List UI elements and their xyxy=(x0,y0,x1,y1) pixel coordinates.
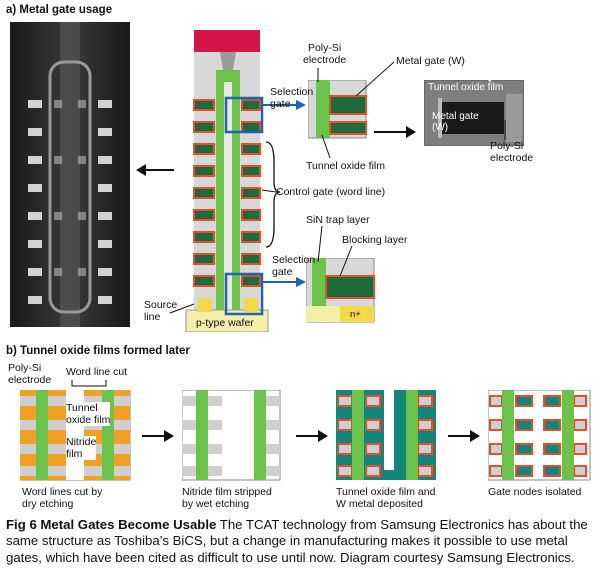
step-arrow-1-icon xyxy=(142,430,174,442)
step-3-caption: Tunnel oxide film and W metal deposited xyxy=(336,486,436,510)
step-arrow-3-icon xyxy=(448,430,480,442)
figure-caption: Fig 6 Metal Gates Become Usable The TCAT… xyxy=(6,517,598,566)
word-line-cut-label: Word line cut xyxy=(66,366,128,378)
tem-tunnel-oxide-label: Tunnel oxide film xyxy=(428,82,504,93)
step-2-diagram xyxy=(182,390,281,481)
tunnel-oxide-film-label: Tunnel oxide film xyxy=(306,160,385,172)
metal-gate-w-label: Metal gate (W) xyxy=(396,55,465,67)
nitride-film-b-label: Nitride film xyxy=(66,436,97,460)
zoom-arrows-icon xyxy=(262,100,306,287)
section-a-title: a) Metal gate usage xyxy=(6,4,113,16)
step-3-diagram xyxy=(336,390,436,480)
sin-trap-layer-label: SiN trap layer xyxy=(306,214,370,226)
figure-caption-title: Fig 6 Metal Gates Become Usable xyxy=(6,517,217,532)
tunnel-oxide-film-b-label: Tunnel oxide film xyxy=(66,402,111,426)
b-poly-si-electrode-label: Poly-Si electrode xyxy=(8,362,52,386)
step-1-caption: Word lines cut by dry etching xyxy=(22,486,103,510)
tem-poly-si-electrode-label: Poly-Si electrode xyxy=(490,140,534,164)
step-4-caption: Gate nodes isolated xyxy=(488,486,582,498)
figure-caption-body: The TCAT technology from Samsung Electro… xyxy=(6,517,588,565)
step-arrow-2-icon xyxy=(296,430,328,442)
zoom-selection-gate-bottom xyxy=(306,258,375,323)
sem-micrograph xyxy=(10,22,130,327)
section-b-title: b) Tunnel oxide films formed later xyxy=(6,345,190,357)
tem-image xyxy=(424,80,524,146)
tem-metal-gate-label: Metal gate (W) xyxy=(432,111,479,133)
n-plus-label: n+ xyxy=(350,309,361,320)
blocking-layer-label: Blocking layer xyxy=(342,234,408,246)
step-4-diagram xyxy=(488,390,591,481)
source-line-label: Source line xyxy=(144,299,178,323)
arrow-to-tem-icon xyxy=(374,126,416,138)
step-2-caption: Nitride film stripped by wet etching xyxy=(182,486,272,510)
p-type-wafer-label: p-type wafer xyxy=(196,317,254,329)
cross-section-structure xyxy=(185,30,280,332)
arrow-to-sem-icon xyxy=(136,164,174,176)
poly-si-electrode-label: Poly-Si electrode xyxy=(303,42,347,66)
selection-gate-top-label: Selection gate xyxy=(270,86,314,110)
control-gate-label: Control gate (word line) xyxy=(276,186,386,198)
selection-gate-bottom-label: Selection gate xyxy=(272,254,316,278)
word-line-cut-brace-icon xyxy=(71,380,107,387)
zoom-selection-gate-top xyxy=(308,80,367,139)
leader-lines-a xyxy=(169,61,506,314)
